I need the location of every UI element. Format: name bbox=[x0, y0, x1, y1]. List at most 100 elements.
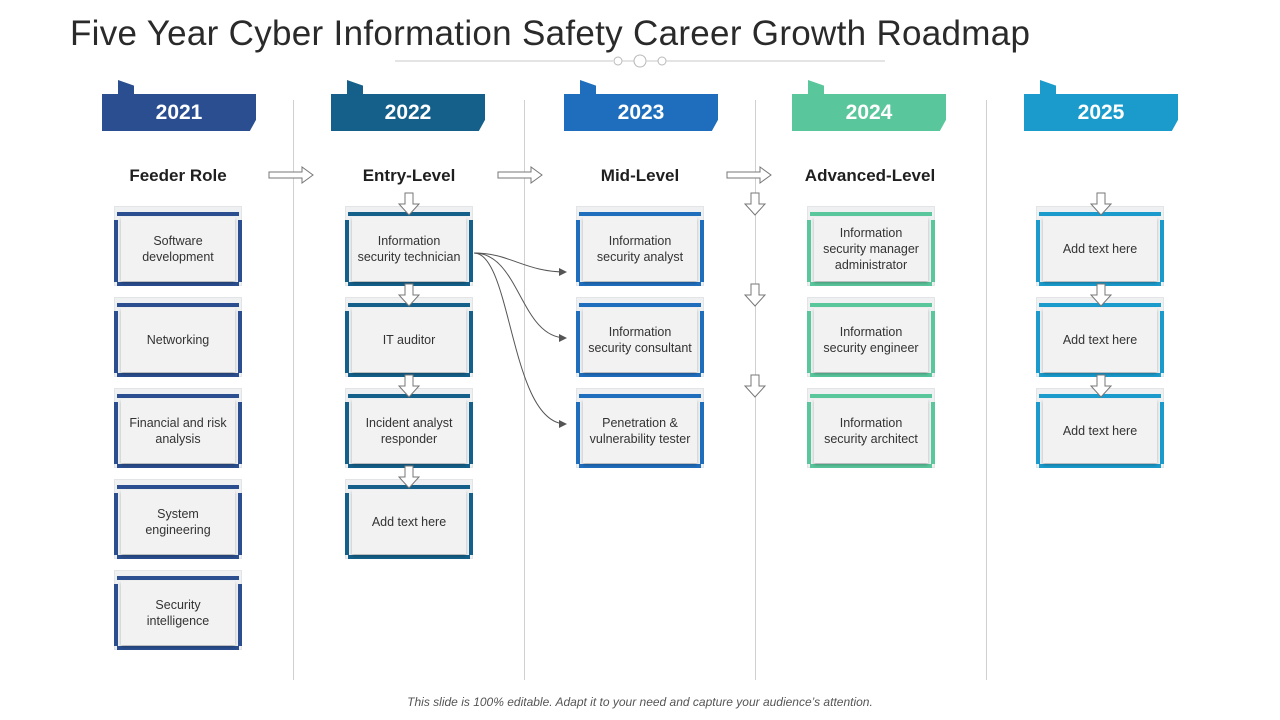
card-border bbox=[114, 584, 118, 646]
card-border bbox=[810, 282, 932, 286]
card-border bbox=[114, 311, 118, 373]
card-border bbox=[345, 220, 349, 282]
column-transition-arrow bbox=[268, 166, 314, 184]
column-divider bbox=[293, 100, 294, 680]
card-border bbox=[117, 555, 239, 559]
column-transition-arrow bbox=[726, 166, 772, 184]
role-card: Information security architect bbox=[807, 388, 935, 468]
role-card-label: Information security analyst bbox=[583, 217, 697, 281]
role-card: Information security engineer bbox=[807, 297, 935, 377]
year-tab-2025: 2025 bbox=[1024, 80, 1180, 132]
card-border bbox=[117, 373, 239, 377]
role-card-label: Information security technician bbox=[352, 217, 466, 281]
card-border bbox=[114, 402, 118, 464]
card-border bbox=[1160, 220, 1164, 282]
role-card: Information security consultant bbox=[576, 297, 704, 377]
card-border bbox=[117, 464, 239, 468]
card-border bbox=[579, 373, 701, 377]
title-divider-ornament bbox=[395, 54, 885, 68]
column-transition-arrow bbox=[497, 166, 543, 184]
card-border bbox=[700, 220, 704, 282]
role-card: Financial and risk analysis bbox=[114, 388, 242, 468]
card-border bbox=[579, 212, 701, 216]
page-title: Five Year Cyber Information Safety Caree… bbox=[70, 14, 1031, 53]
role-card-label: System engineering bbox=[121, 490, 235, 554]
role-card: Software development bbox=[114, 206, 242, 286]
card-border bbox=[579, 282, 701, 286]
card-border bbox=[576, 220, 580, 282]
flow-down-arrow bbox=[743, 283, 767, 307]
role-card-label: Information security manager administrat… bbox=[814, 217, 928, 281]
year-label: 2024 bbox=[792, 94, 946, 131]
year-tab-2021: 2021 bbox=[102, 80, 258, 132]
card-border bbox=[810, 212, 932, 216]
role-card-label: Incident analyst responder bbox=[352, 399, 466, 463]
year-label: 2025 bbox=[1024, 94, 1178, 131]
card-border bbox=[238, 402, 242, 464]
role-card-label: Information security architect bbox=[814, 399, 928, 463]
role-card-label: Add text here bbox=[1043, 217, 1157, 281]
role-card: Security intelligence bbox=[114, 570, 242, 650]
role-card: Add text here bbox=[1036, 206, 1164, 286]
card-border bbox=[469, 402, 473, 464]
flow-down-arrow bbox=[743, 374, 767, 398]
card-border bbox=[1036, 402, 1040, 464]
card-border bbox=[1160, 402, 1164, 464]
card-border bbox=[810, 464, 932, 468]
flow-down-arrow bbox=[397, 283, 421, 307]
card-border bbox=[807, 220, 811, 282]
card-border bbox=[576, 402, 580, 464]
card-border bbox=[114, 493, 118, 555]
column-divider bbox=[524, 100, 525, 680]
card-border bbox=[807, 311, 811, 373]
card-border bbox=[345, 311, 349, 373]
branch-connector-arrow bbox=[473, 252, 567, 276]
card-border bbox=[117, 212, 239, 216]
card-border bbox=[700, 402, 704, 464]
card-border bbox=[1036, 220, 1040, 282]
role-card: System engineering bbox=[114, 479, 242, 559]
footer-note: This slide is 100% editable. Adapt it to… bbox=[407, 695, 873, 709]
role-card-label: Software development bbox=[121, 217, 235, 281]
card-border bbox=[345, 402, 349, 464]
role-card-label: Penetration & vulnerability tester bbox=[583, 399, 697, 463]
role-card-label: Security intelligence bbox=[121, 581, 235, 645]
card-border bbox=[117, 646, 239, 650]
card-border bbox=[810, 303, 932, 307]
column-header: Mid-Level bbox=[600, 166, 680, 185]
flow-down-arrow bbox=[1089, 374, 1113, 398]
flow-down-arrow bbox=[1089, 283, 1113, 307]
card-border bbox=[469, 311, 473, 373]
role-card: Information security manager administrat… bbox=[807, 206, 935, 286]
card-border bbox=[931, 402, 935, 464]
card-border bbox=[579, 464, 701, 468]
card-border bbox=[807, 402, 811, 464]
role-card: Networking bbox=[114, 297, 242, 377]
flow-down-arrow bbox=[397, 192, 421, 216]
card-border bbox=[238, 311, 242, 373]
card-border bbox=[469, 220, 473, 282]
card-border bbox=[238, 493, 242, 555]
role-card-label: Add text here bbox=[352, 490, 466, 554]
card-border bbox=[117, 282, 239, 286]
card-border bbox=[810, 373, 932, 377]
role-card-label: IT auditor bbox=[352, 308, 466, 372]
card-border bbox=[114, 220, 118, 282]
column-header: Feeder Role bbox=[129, 166, 227, 185]
role-card: Add text here bbox=[345, 479, 473, 559]
column-divider bbox=[986, 100, 987, 680]
flow-down-arrow bbox=[743, 192, 767, 216]
card-border bbox=[579, 394, 701, 398]
year-label: 2021 bbox=[102, 94, 256, 131]
column-header: Entry-Level bbox=[362, 166, 456, 185]
year-label: 2022 bbox=[331, 94, 485, 131]
year-tab-2022: 2022 bbox=[331, 80, 487, 132]
card-border bbox=[1039, 464, 1161, 468]
role-card-label: Financial and risk analysis bbox=[121, 399, 235, 463]
card-border bbox=[348, 555, 470, 559]
column-header: Advanced-Level bbox=[804, 166, 936, 185]
role-card-label: Add text here bbox=[1043, 399, 1157, 463]
card-border bbox=[117, 394, 239, 398]
branch-connector-arrow bbox=[473, 252, 567, 342]
card-border bbox=[117, 303, 239, 307]
